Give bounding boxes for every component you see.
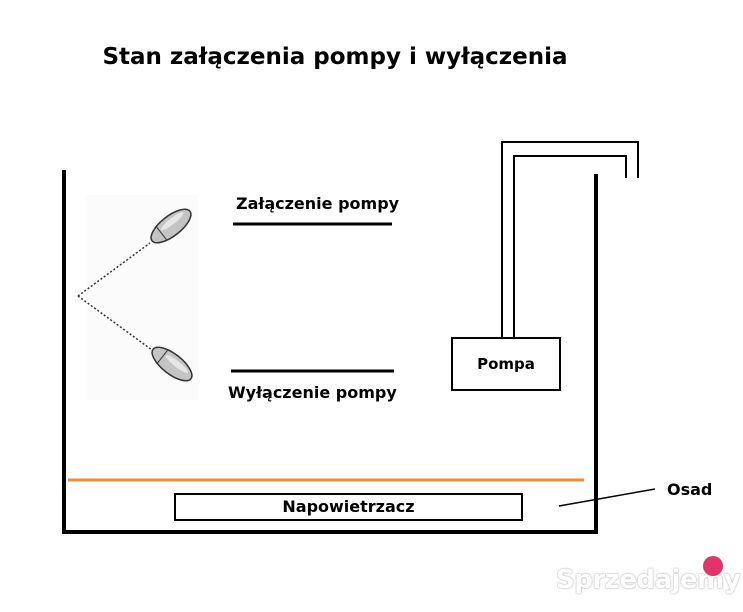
pump-label: Pompa [477, 355, 535, 373]
float-cord-upper [77, 242, 151, 297]
pipe-inner [513, 155, 627, 337]
watermark-badge-icon [703, 556, 723, 576]
aerator-label: Napowietrzacz [282, 497, 415, 516]
pipe-outer [501, 141, 639, 337]
tank-outline [62, 170, 598, 534]
aerator-box [174, 493, 523, 521]
sediment-label: Osad [667, 480, 713, 499]
diagram-title: Stan załączenia pompy i wyłączenia [102, 44, 568, 70]
sediment-pointer-line [558, 488, 656, 507]
float-cord-lower [77, 295, 153, 351]
pump-off-label: Wyłączenie pompy [228, 383, 397, 402]
pump-box [451, 337, 561, 391]
float-switch-lower-icon [151, 346, 193, 382]
float-switch-upper-icon [150, 208, 192, 244]
pump-on-label: Załączenie pompy [236, 194, 400, 213]
